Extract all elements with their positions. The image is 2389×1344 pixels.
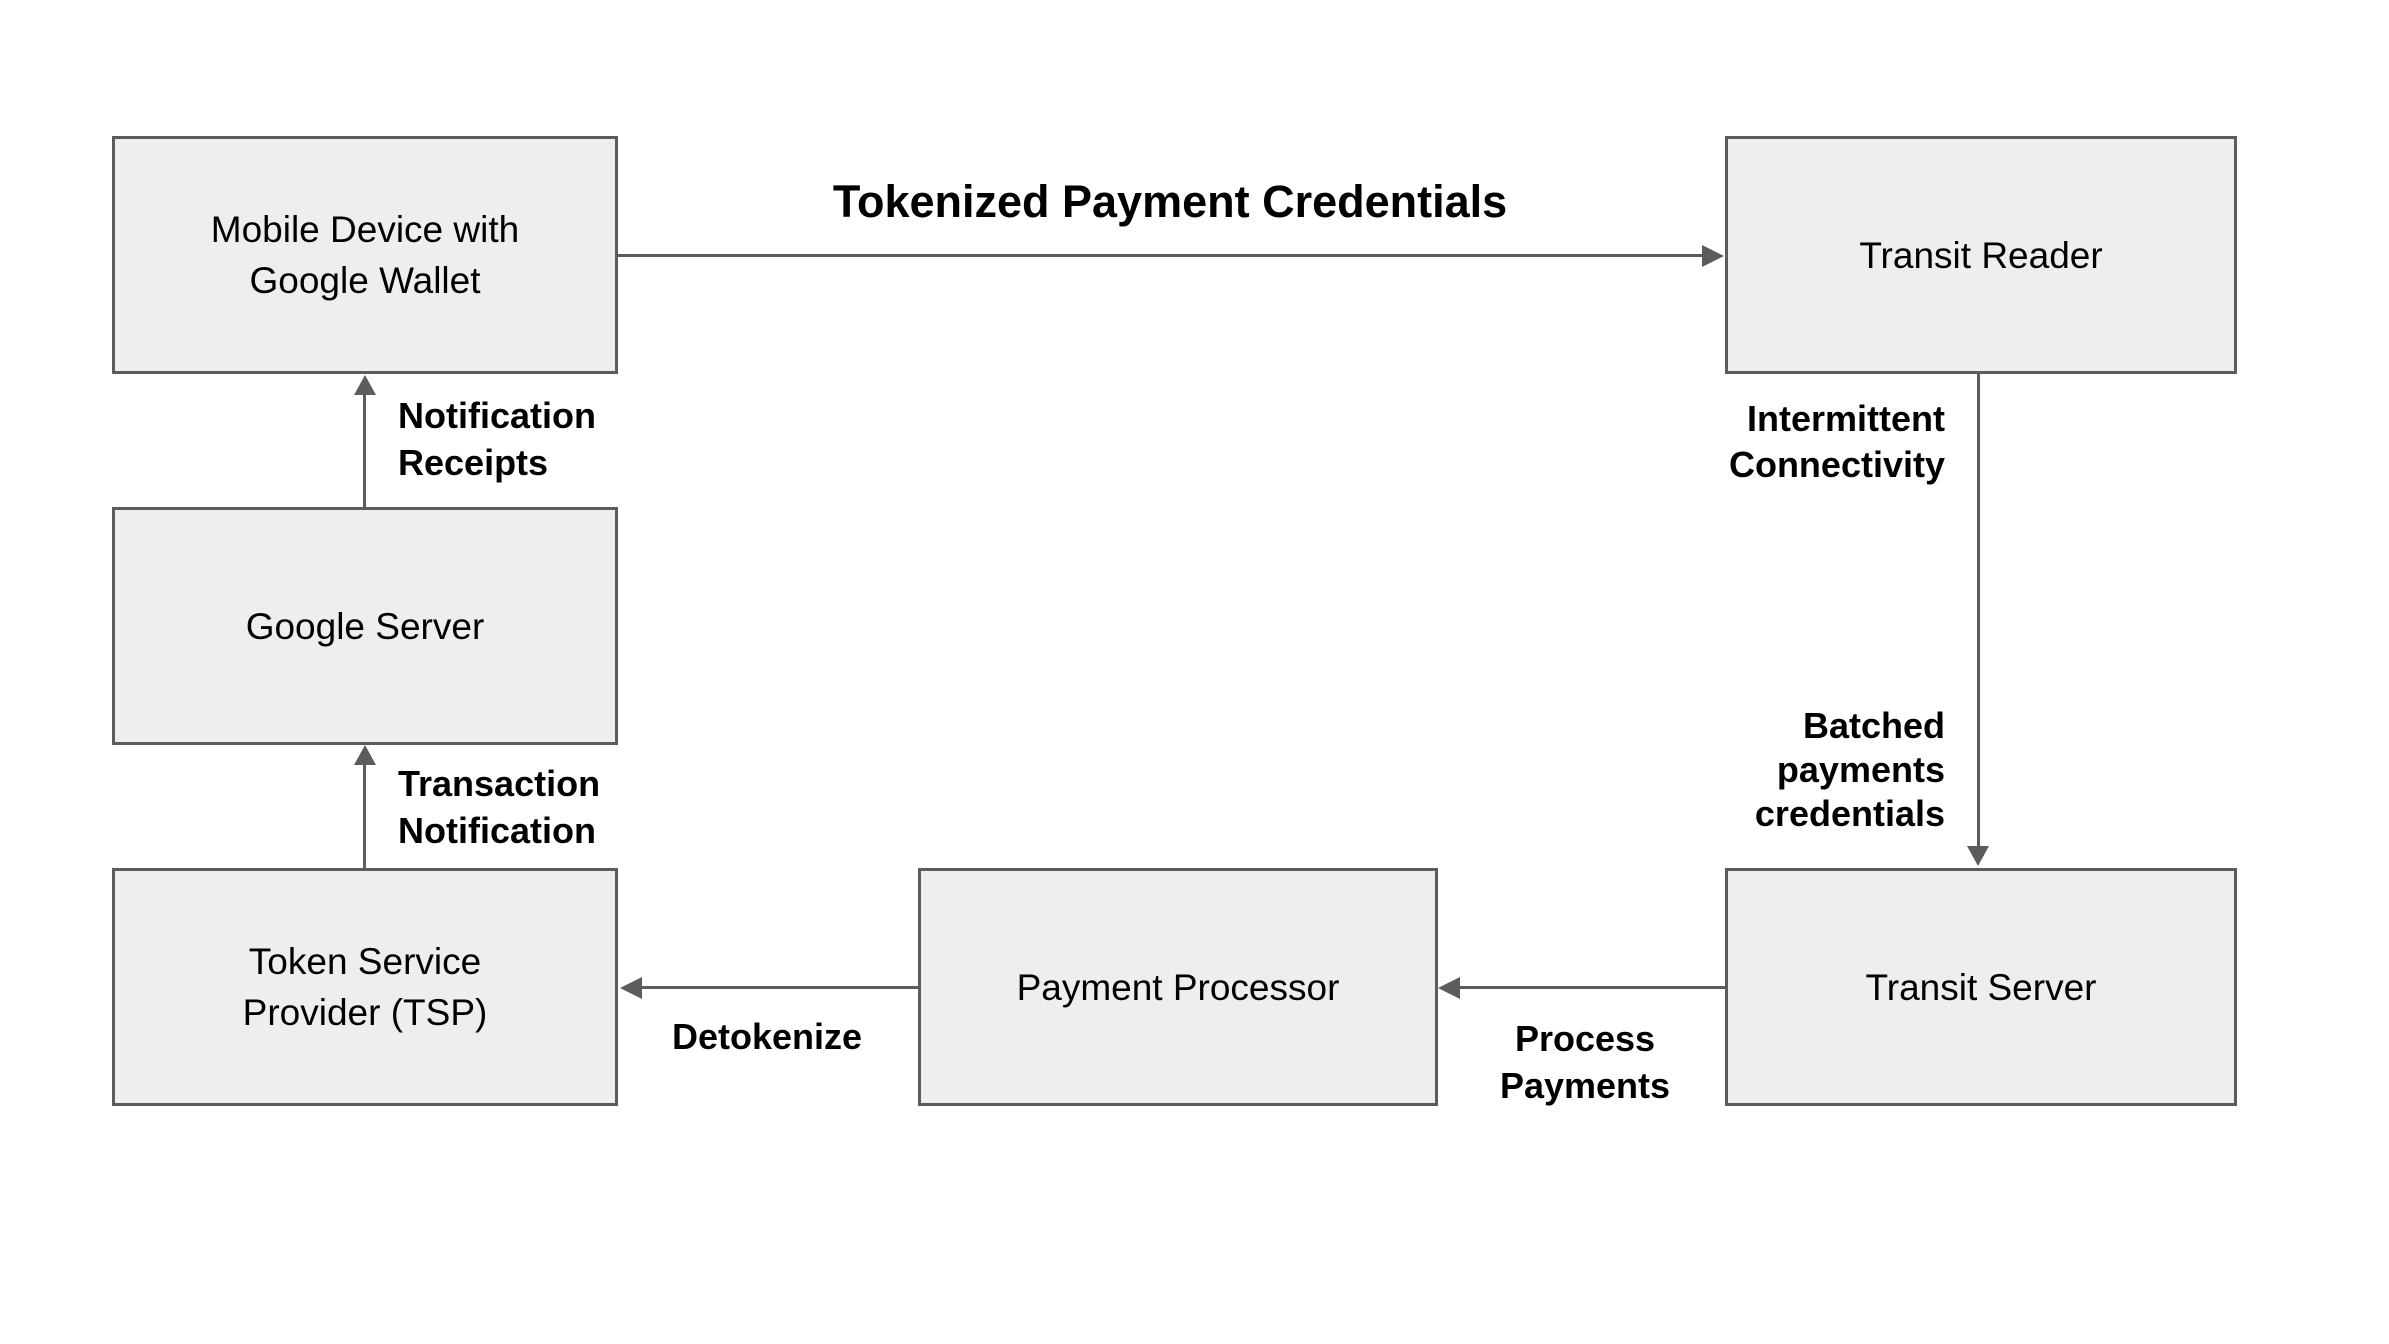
arrowhead-down-icon	[1967, 846, 1989, 866]
arrow-transaction-notification	[363, 763, 366, 868]
node-label-line: Token Service	[248, 941, 482, 982]
edge-label-batched-payments-credentials: Batched payments credentials	[1755, 704, 1945, 836]
arrowhead-left-icon	[620, 977, 642, 999]
arrow-detokenize	[640, 986, 918, 989]
node-mobile-device-google-wallet: Mobile Device with Google Wallet	[112, 136, 618, 374]
arrowhead-up-icon	[354, 745, 376, 765]
edge-label-detokenize: Detokenize	[671, 1016, 863, 1057]
arrow-notification-receipts	[363, 393, 366, 507]
arrow-batched-payments-credentials	[1977, 374, 1980, 848]
arrowhead-right-icon	[1702, 245, 1724, 267]
node-label-line: Payment Processor	[1016, 966, 1340, 1008]
node-transit-reader: Transit Reader	[1725, 136, 2237, 374]
node-label-line: Provider (TSP)	[242, 992, 488, 1033]
edge-label-intermittent-connectivity: Intermittent Connectivity	[1729, 396, 1945, 488]
node-label-line: Google Wallet	[249, 260, 481, 301]
edge-label-line: Receipts	[398, 442, 549, 483]
node-payment-processor: Payment Processor	[918, 868, 1438, 1106]
edge-label-line: Notification	[398, 395, 596, 436]
node-label-line: Google Server	[245, 605, 485, 647]
edge-label-notification-receipts: Notification Receipts	[398, 392, 596, 486]
edge-label-line: Connectivity	[1728, 444, 1945, 485]
edge-label-line: payments	[1776, 749, 1945, 790]
node-label-line: Transit Reader	[1859, 234, 2103, 276]
node-transit-server: Transit Server	[1725, 868, 2237, 1106]
node-google-server: Google Server	[112, 507, 618, 745]
edge-label-process-payments: Process Payments	[1435, 1015, 1735, 1109]
node-label-line: Mobile Device with	[210, 209, 520, 250]
edge-label-line: Intermittent	[1747, 398, 1945, 439]
edge-label-transaction-notification: Transaction Notification	[398, 760, 600, 854]
edge-label-line: credentials	[1754, 793, 1945, 834]
edge-label-line: Payments	[1499, 1065, 1671, 1106]
arrow-tokenized-payment-credentials	[618, 254, 1708, 257]
edge-label-line: Batched	[1802, 705, 1945, 746]
arrowhead-left-icon	[1438, 977, 1460, 999]
edge-label-line: Notification	[398, 810, 596, 851]
edge-label-line: Process	[1514, 1018, 1656, 1059]
node-label-line: Transit Server	[1865, 966, 2097, 1008]
arrow-process-payments	[1458, 986, 1725, 989]
node-token-service-provider: Token Service Provider (TSP)	[112, 868, 618, 1106]
edge-label-line: Transaction	[398, 763, 601, 804]
edge-label-tokenized-payment-credentials: Tokenized Payment Credentials	[832, 176, 1508, 227]
arrowhead-up-icon	[354, 375, 376, 395]
